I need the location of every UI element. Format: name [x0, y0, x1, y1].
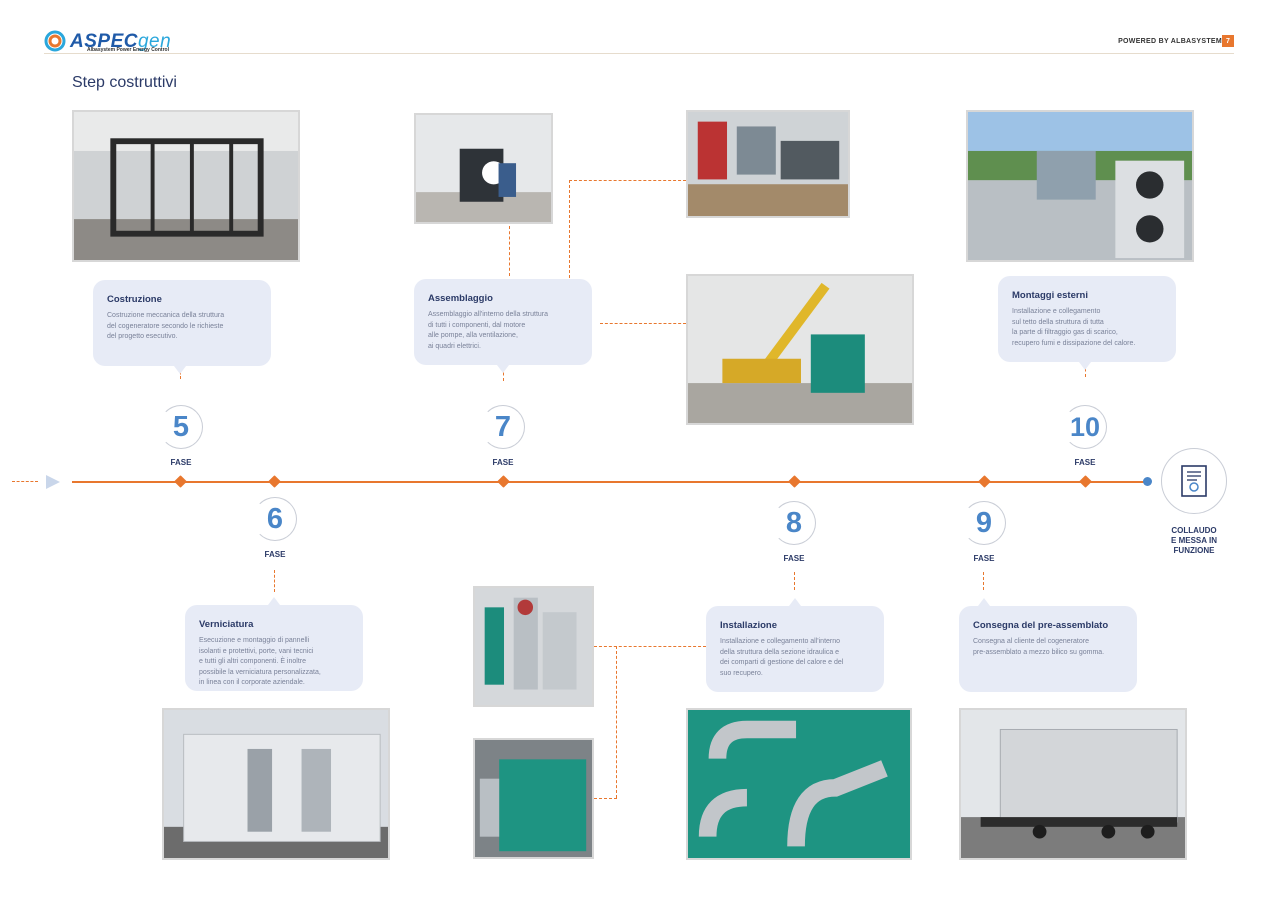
phase-number: 6 [253, 497, 297, 541]
photo-hydraulic-section [473, 586, 594, 707]
phase-title: Verniciatura [199, 619, 254, 630]
phase-description: Installazione e collegamento all'interno… [720, 638, 844, 677]
phase-number: 8 [772, 501, 816, 545]
fase-label: FASE [1074, 458, 1096, 467]
photo-frame-structure [72, 110, 300, 262]
final-step-label: COLLAUDO E MESSA IN FUNZIONE [1171, 526, 1217, 555]
phase-description: Costruzione meccanica della struttura de… [107, 312, 225, 340]
phase-title: Consegna del pre-assemblato [973, 620, 1109, 631]
connector [1085, 363, 1086, 377]
phase-card-8: Installazione Installazione e collegamen… [706, 598, 884, 692]
fase-label: FASE [170, 458, 192, 467]
timeline-node [268, 475, 281, 488]
card-pointer [268, 597, 280, 605]
timeline-node [978, 475, 991, 488]
fase-label: FASE [973, 554, 995, 563]
logo-text: ASPECgen [70, 30, 172, 52]
photo-assembly-engine [414, 113, 553, 224]
card-pointer [497, 365, 509, 373]
phase-card-10: Montaggi esterni Installazione e collega… [998, 276, 1176, 370]
phase-description: Esecuzione e montaggio di pannelli isola… [199, 637, 321, 686]
logo-mark-icon [44, 30, 66, 52]
timeline-lead-dash [12, 481, 38, 482]
timeline-node [497, 475, 510, 488]
fase-label: FASE [264, 550, 286, 559]
logo-subtitle: Albasystem Power Energy Control [87, 47, 169, 53]
connector [569, 180, 686, 181]
card-pointer [174, 366, 186, 374]
connector [794, 572, 795, 590]
phase-card-9: Consegna del pre-assemblato Consegna al … [959, 598, 1137, 692]
photo-engine-detail [473, 738, 594, 859]
card-pointer [978, 598, 990, 606]
phase-number: 9 [962, 501, 1006, 545]
phase-card-5: Costruzione Costruzione meccanica della … [93, 280, 271, 374]
phase-number: 5 [159, 405, 203, 449]
connector [274, 570, 275, 592]
connector [594, 646, 706, 647]
card-pointer [1079, 362, 1091, 370]
phase-card-6: Verniciatura Esecuzione e montaggio di p… [185, 597, 363, 691]
connector [569, 180, 570, 278]
timeline-end-dot [1143, 477, 1152, 486]
final-step-circle [1161, 448, 1227, 514]
phase-number: 7 [481, 405, 525, 449]
header-divider [44, 53, 1234, 54]
timeline-node [1079, 475, 1092, 488]
timeline-node [174, 475, 187, 488]
phase-title: Costruzione [107, 294, 162, 305]
photo-crane [686, 274, 914, 425]
powered-by: POWERED BY ALBASYSTEM [1118, 38, 1222, 45]
phase-title: Assemblaggio [428, 293, 493, 304]
connector [503, 367, 504, 381]
connector [616, 646, 617, 798]
phase-description: Assemblaggio all'interno della struttura… [428, 311, 549, 350]
photo-painted-container [162, 708, 390, 860]
phase-description: Installazione e collegamento sul tetto d… [1012, 308, 1136, 347]
phase-description: Consegna al cliente del cogeneratore pre… [973, 638, 1105, 656]
fase-label: FASE [783, 554, 805, 563]
phase-number: 10 [1063, 405, 1107, 449]
connector [983, 572, 984, 590]
phase-card-7: Assemblaggio Assemblaggio all'interno de… [414, 279, 592, 373]
play-arrow-icon [46, 475, 60, 489]
logo: ASPECgen Albasystem Power Energy Control [44, 28, 171, 54]
page-number: 7 [1222, 35, 1234, 47]
phase-title: Installazione [720, 620, 778, 631]
photo-pipes [686, 708, 912, 860]
connector [600, 323, 686, 324]
timeline-line [72, 481, 1148, 483]
fase-label: FASE [492, 458, 514, 467]
timeline-node [788, 475, 801, 488]
card-pointer [789, 598, 801, 606]
connector [509, 226, 510, 276]
certificate-icon [1181, 465, 1207, 497]
connector [594, 798, 617, 799]
photo-workshop [686, 110, 850, 218]
photo-delivery-truck [959, 708, 1187, 860]
phase-title: Montaggi esterni [1012, 290, 1089, 301]
section-title: Step costruttivi [72, 74, 177, 91]
photo-roof-assembly [966, 110, 1194, 262]
